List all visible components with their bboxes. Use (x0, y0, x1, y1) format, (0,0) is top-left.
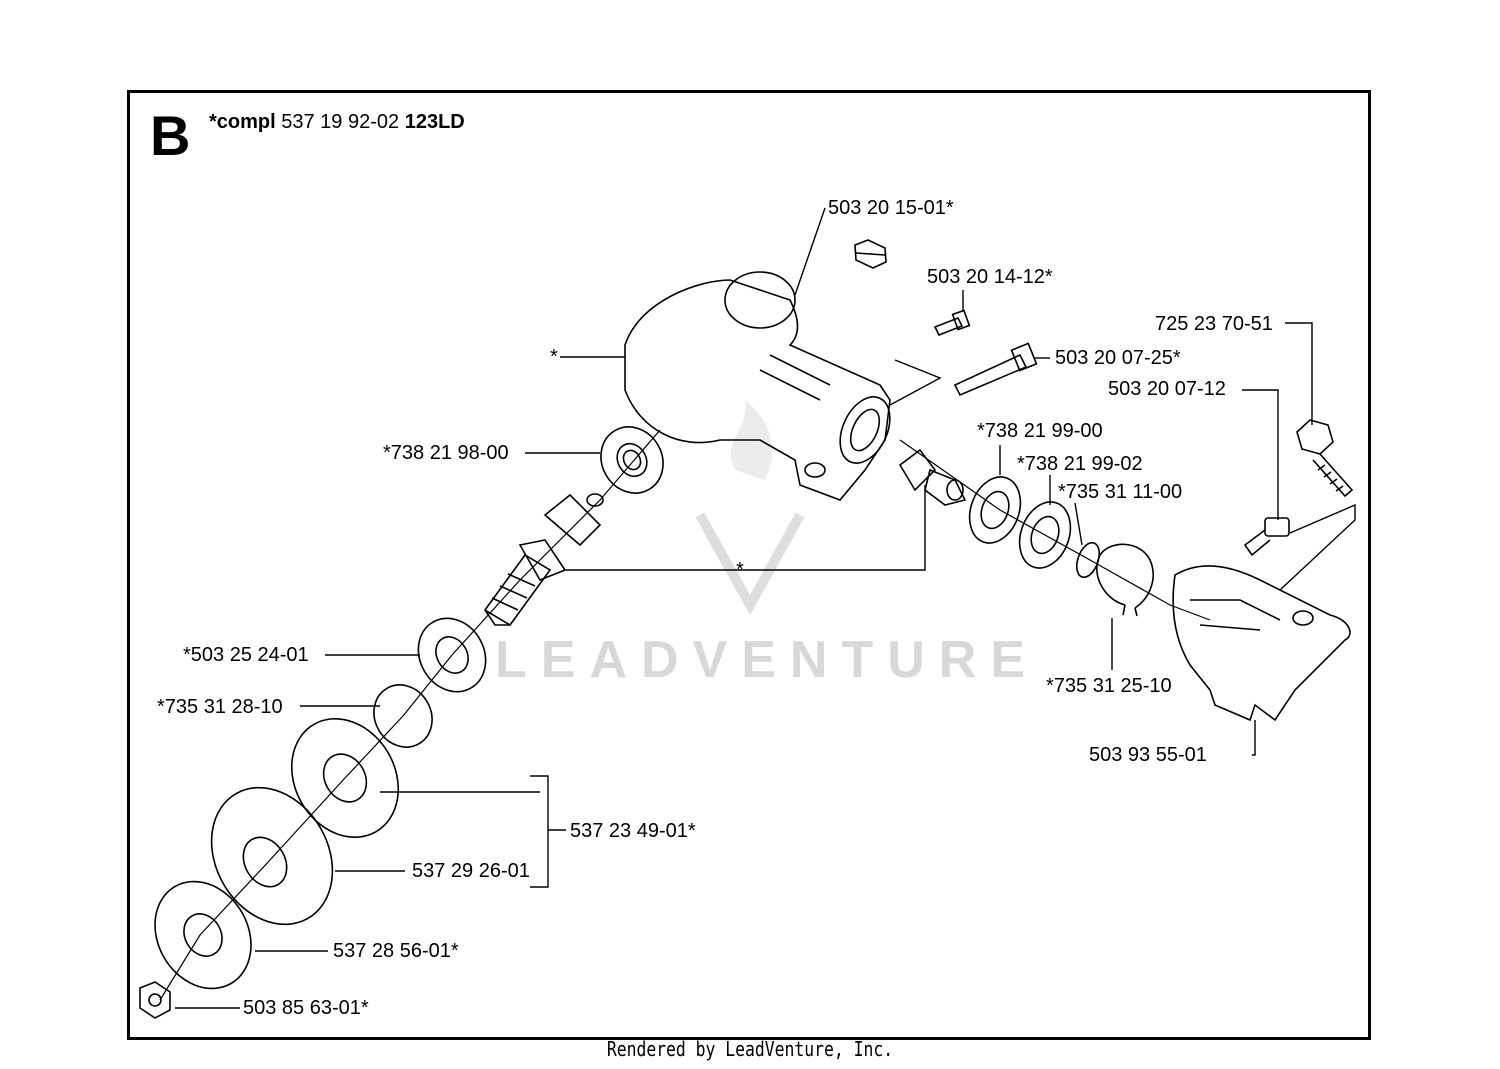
part-label-support-flange: 537 28 56-01* (333, 940, 459, 962)
hex-bolt (1296, 419, 1354, 498)
collar-screw (1243, 517, 1290, 557)
support-cup (210, 786, 334, 926)
bearing-upper (600, 426, 664, 494)
part-label-hex-bolt: 725 23 70-51 (1155, 313, 1273, 335)
snap-ring-small (1075, 541, 1101, 579)
bearing-lower (417, 617, 487, 693)
lock-nut (139, 981, 171, 1019)
spindle-shaft (483, 493, 604, 627)
part-label-snap-ring-small: *735 31 11-00 (1058, 481, 1183, 503)
bearing-pinion-2 (1018, 501, 1072, 569)
part-label-gears-star: * (736, 559, 744, 581)
pinion-gear (898, 448, 967, 506)
part-label-bearing-pinion-2: *738 21 99-02 (1017, 453, 1143, 475)
compl-label: *compl (209, 111, 276, 133)
part-label-bearing-lower: *503 25 24-01 (183, 644, 309, 666)
long-screw (953, 342, 1038, 397)
bearing-pinion-1 (968, 476, 1022, 544)
part-label-plug-screw: 503 20 15-01* (828, 197, 954, 219)
part-label-cup-assembly: 537 23 49-01* (570, 820, 696, 842)
diagram-frame (127, 90, 1371, 1040)
small-screw (933, 309, 971, 337)
footer-credit: Rendered by LeadVenture, Inc. (606, 1037, 894, 1061)
plug-screw (854, 239, 887, 269)
part-label-lock-nut: 503 85 63-01* (243, 997, 369, 1019)
part-label-bearing-pinion-1: *738 21 99-00 (977, 420, 1103, 442)
part-label-collar-screw: 503 20 07-12 (1108, 378, 1226, 400)
part-label-support-cup: 537 29 26-01 (412, 860, 530, 882)
snap-ring-lower (373, 684, 433, 748)
gear-housing (624, 271, 891, 501)
assembly-axis (159, 429, 661, 1001)
part-label-small-screw: 503 20 14-12* (927, 266, 1053, 288)
pinion-axis (899, 439, 1211, 621)
part-label-circlip-large: *735 31 25-10 (1046, 675, 1172, 697)
circlip-large (1096, 543, 1154, 617)
compl-part-number: 537 19 92-02 (281, 111, 400, 133)
watermark-logo (695, 400, 805, 616)
guard-bracket (1172, 565, 1351, 722)
section-letter: B (150, 104, 191, 167)
part-label-snap-ring-lower: *735 31 28-10 (157, 696, 283, 718)
part-label-bearing-upper: *738 21 98-00 (383, 442, 509, 464)
thrust-washer (290, 717, 400, 839)
watermark: LEADVENTURE (495, 631, 1040, 689)
support-flange (154, 880, 252, 990)
leader-lines (175, 207, 1356, 1009)
part-label-long-screw: 503 20 07-25* (1055, 347, 1181, 369)
assembly-header: *compl 537 19 92-02 123LD (209, 110, 465, 134)
part-label-guard-bracket: 503 93 55-01 (1089, 744, 1207, 766)
model-name: 123LD (404, 111, 465, 133)
part-label-housing-star: * (550, 346, 558, 368)
